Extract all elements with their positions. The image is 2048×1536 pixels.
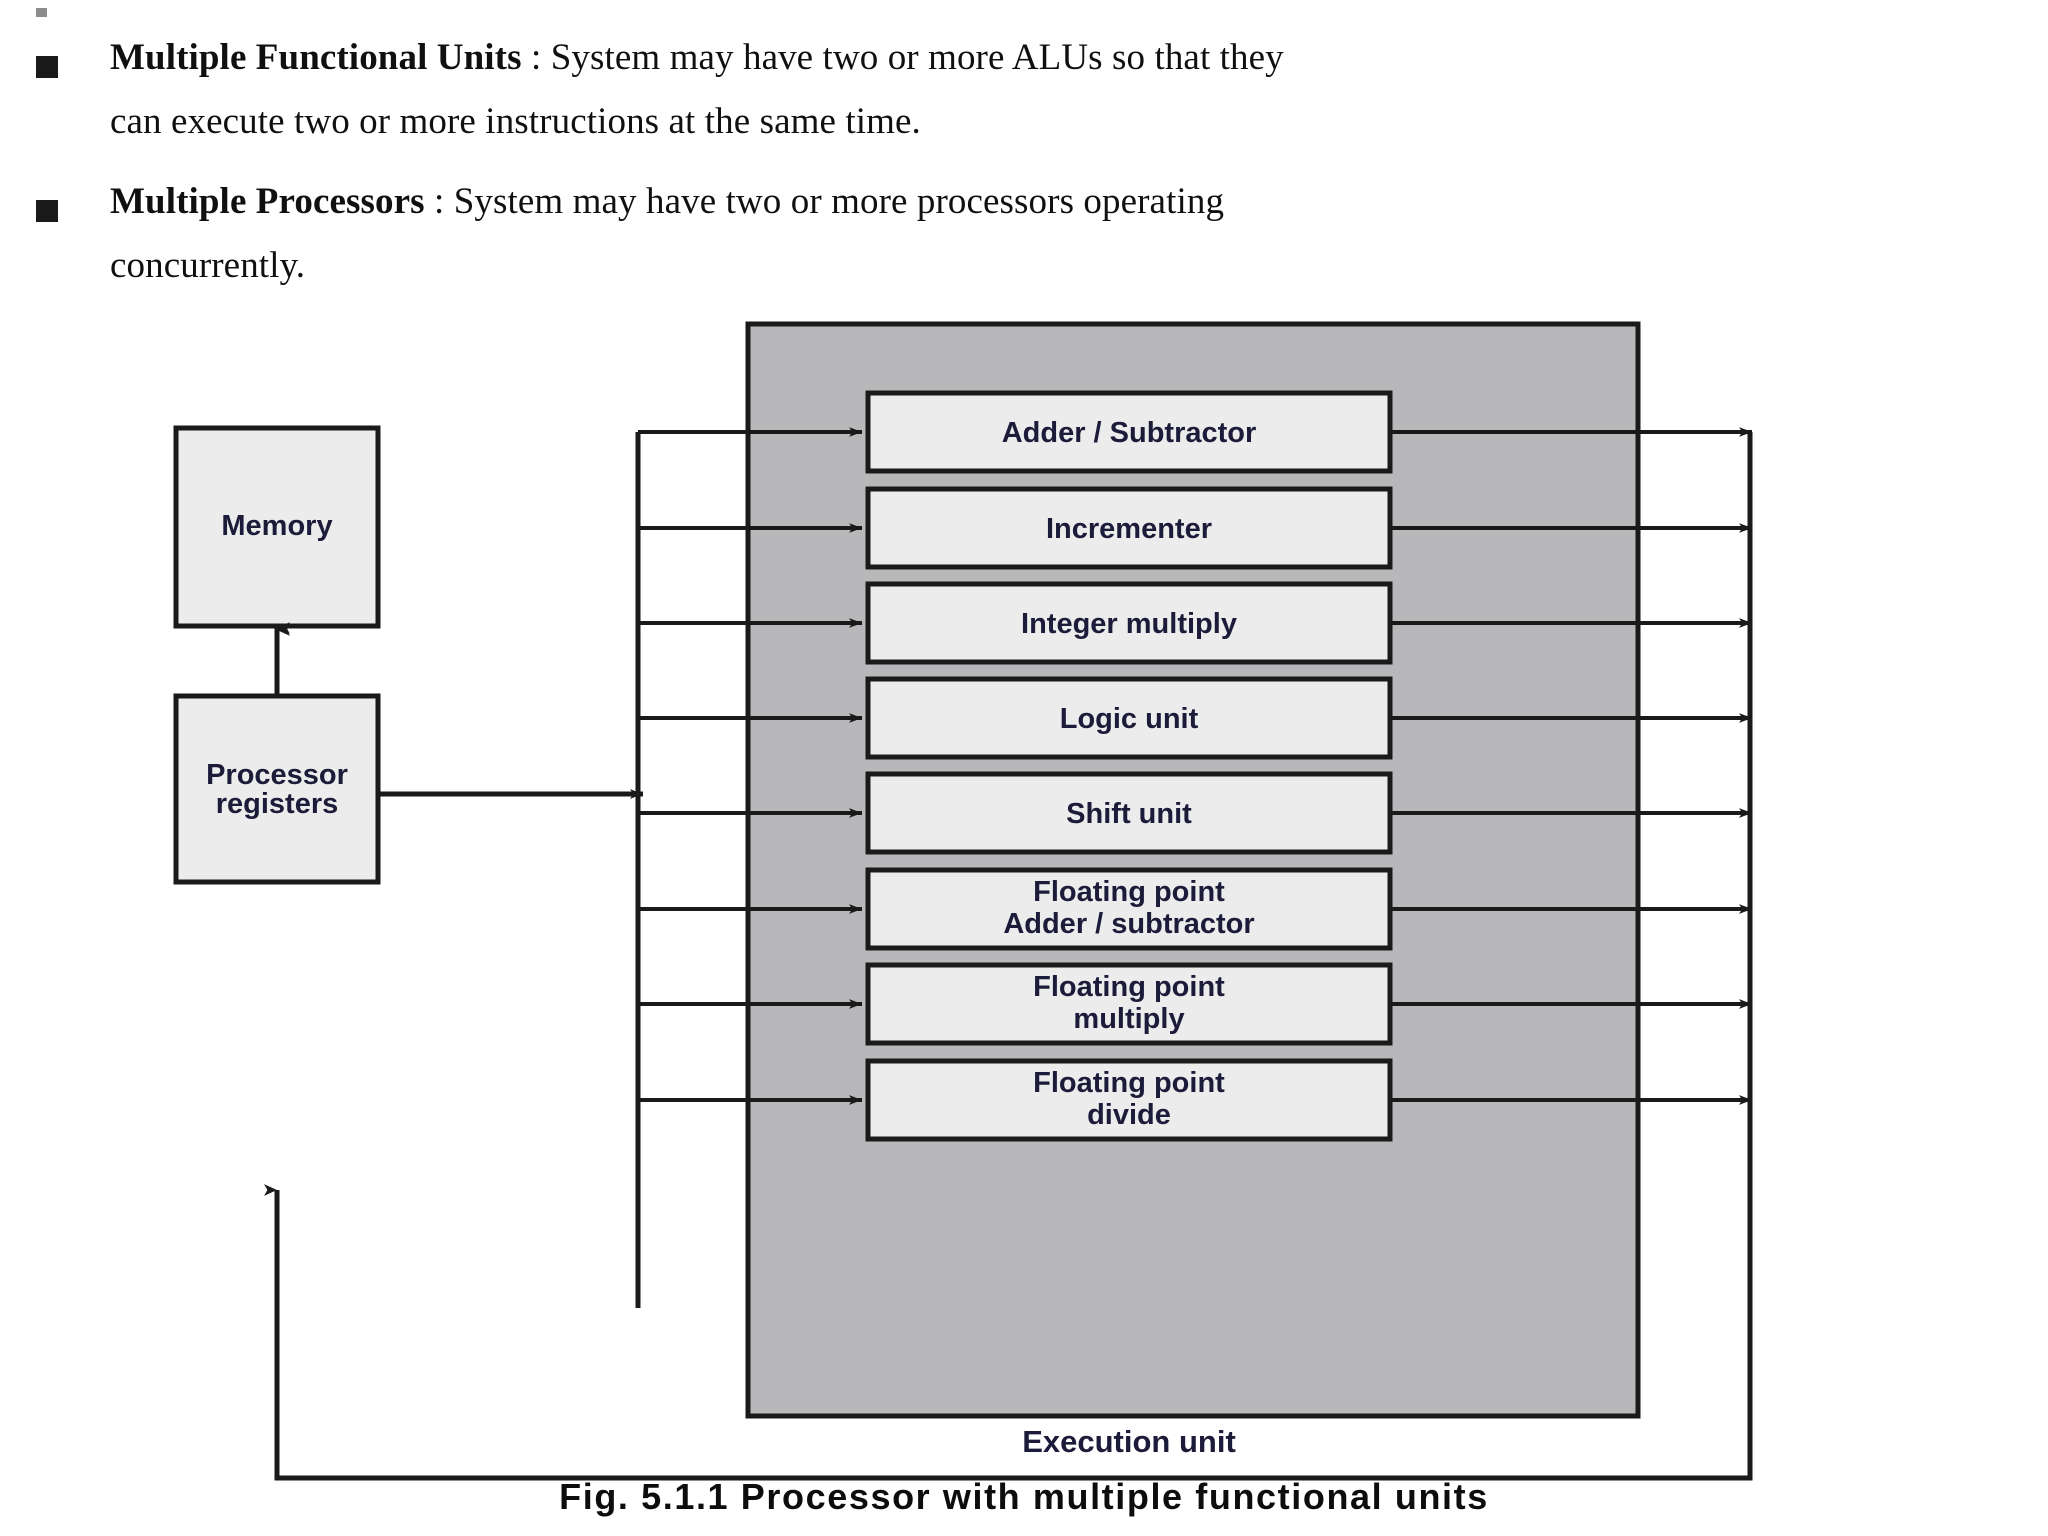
- memory-block-label: Memory: [221, 510, 332, 542]
- result-return-path: [264, 432, 1753, 1481]
- functional-unit-block: Logic unit: [865, 676, 1393, 760]
- functional-unit-block: Integer multiply: [865, 581, 1393, 665]
- functional-unit-block: Floating point Adder / subtractor: [865, 867, 1393, 951]
- bullet-line-1: System may have two or more processors o…: [453, 181, 1225, 222]
- functional-unit-block: Incrementer: [865, 486, 1393, 570]
- bullet-paragraph: Multiple Functional Units : System may h…: [110, 26, 2020, 90]
- processor-registers-label-line2: registers: [216, 788, 339, 820]
- memory-block: [173, 425, 381, 629]
- bullet-list: Multiple Functional Units : System may h…: [0, 0, 2048, 286]
- functional-unit-label-line1: Integer multiply: [1021, 608, 1237, 640]
- bullet-line-2: can execute two or more instructions at …: [110, 101, 921, 142]
- functional-unit-block: Floating point divide: [865, 1058, 1393, 1142]
- execution-unit-label: Execution unit: [1022, 1424, 1236, 1459]
- square-bullet-icon: [36, 56, 58, 78]
- processor-registers-label-line1: Processor: [206, 759, 348, 791]
- bullet-term: Multiple Processors: [110, 181, 425, 222]
- input-branches: [638, 427, 862, 1105]
- functional-unit-block: Floating point multiply: [865, 962, 1393, 1046]
- processor-registers-block: [173, 693, 381, 885]
- list-item: Multiple Processors : System may have tw…: [0, 170, 2048, 298]
- functional-unit-block: Adder / Subtractor: [865, 390, 1393, 474]
- functional-unit-blocks: Adder / Subtractor Incrementer Integer m…: [865, 390, 1393, 1142]
- functional-unit-label-line1: Incrementer: [1046, 513, 1212, 545]
- functional-unit-label-line2: divide: [1087, 1099, 1171, 1131]
- functional-unit-label-line2: Adder / subtractor: [1003, 908, 1254, 940]
- functional-unit-block: Shift unit: [865, 771, 1393, 855]
- figure-caption: Fig. 5.1.1 Processor with multiple funct…: [559, 1476, 1489, 1517]
- bullet-term: Multiple Functional Units: [110, 37, 522, 78]
- functional-unit-label-line2: multiply: [1073, 1003, 1184, 1035]
- functional-unit-label-line1: Adder / Subtractor: [1002, 417, 1257, 449]
- list-item: Multiple Functional Units : System may h…: [0, 26, 2048, 154]
- bullet-paragraph: Multiple Processors : System may have tw…: [110, 170, 2020, 234]
- functional-unit-label-line1: Floating point: [1033, 1067, 1225, 1099]
- scan-artifact-speck: [36, 8, 47, 17]
- bullet-line-2: concurrently.: [110, 245, 306, 286]
- functional-unit-label-line1: Logic unit: [1060, 703, 1199, 735]
- functional-unit-label-line1: Shift unit: [1066, 798, 1192, 830]
- functional-unit-label-line1: Floating point: [1033, 971, 1225, 1003]
- bullet-line-1: System may have two or more ALUs so that…: [550, 37, 1284, 78]
- processor-block-diagram: Memory Processor registers Adder / Subtr…: [0, 300, 2048, 1481]
- square-bullet-icon: [36, 200, 58, 222]
- functional-unit-label-line1: Floating point: [1033, 876, 1225, 908]
- bullet-separator: :: [521, 37, 551, 78]
- output-branches: [1388, 427, 1752, 1105]
- diagram-canvas: Memory Processor registers Adder / Subtr…: [173, 321, 1753, 1481]
- bullet-separator: :: [424, 181, 454, 222]
